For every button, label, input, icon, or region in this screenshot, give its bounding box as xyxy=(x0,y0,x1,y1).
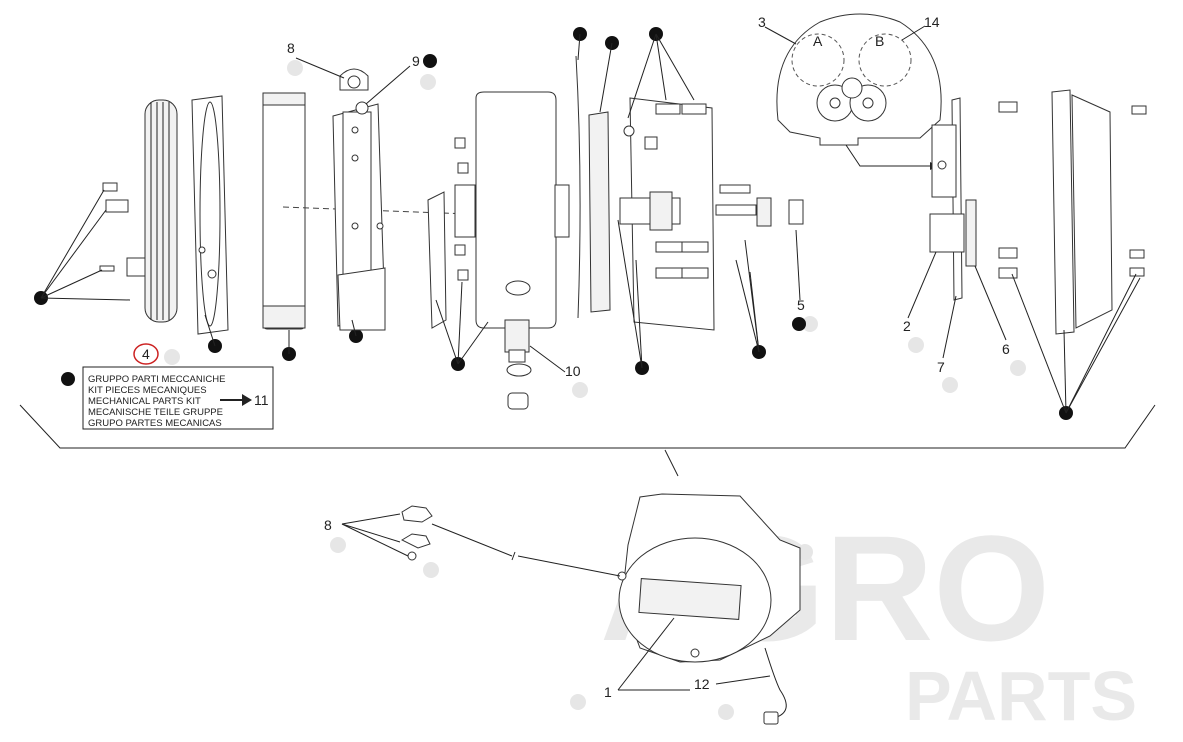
highlight-circle xyxy=(133,343,159,365)
drum-housing xyxy=(427,91,570,410)
watermark-line2: PARTS xyxy=(905,657,1137,735)
callout-9: 9 xyxy=(412,53,420,69)
callout-3: 3 xyxy=(758,14,766,30)
callout-4: 4 xyxy=(142,346,150,362)
assembled-reel xyxy=(341,493,801,725)
callout-labels: 8 9 3 14 4 5 2 6 7 10 8 1 12 xyxy=(142,14,1010,700)
bracket-plate xyxy=(295,57,411,337)
separator-discs xyxy=(575,33,613,319)
kit-line-2: KIT PIECES MECANIQUES xyxy=(88,385,207,396)
ghost-markers xyxy=(164,60,1026,720)
exploded-frame xyxy=(19,404,1156,449)
callout-8-top: 8 xyxy=(287,40,295,56)
kit-box: GRUPPO PARTI MECCANICHE KIT PIECES MECAN… xyxy=(82,366,274,430)
coil-assembly xyxy=(40,99,178,323)
callout-14: 14 xyxy=(924,14,940,30)
callout-6: 6 xyxy=(1002,341,1010,357)
kit-line-3: MECHANICAL PARTS KIT xyxy=(88,396,201,407)
frame-pointer-line xyxy=(664,449,679,477)
gear-plate xyxy=(617,33,804,369)
callout-10: 10 xyxy=(565,363,581,379)
callout-8-bottom: 8 xyxy=(324,517,332,533)
inset-label-a: A xyxy=(813,33,823,49)
callout-2: 2 xyxy=(903,318,911,334)
callout-1: 1 xyxy=(604,684,612,700)
kit-line-4: MECANISCHE TEILE GRUPPE xyxy=(88,407,223,418)
spring-cartridge xyxy=(262,92,306,354)
kit-line-5: GRUPO PARTES MECANICAS xyxy=(88,418,222,429)
callout-7: 7 xyxy=(937,359,945,375)
kit-ref-number: 11 xyxy=(254,392,269,408)
inset-detail: A B xyxy=(764,13,942,170)
callout-12: 12 xyxy=(694,676,710,692)
inset-label-b: B xyxy=(875,33,884,49)
callout-5: 5 xyxy=(797,297,805,313)
flange-disc xyxy=(191,95,229,347)
kit-line-1: GRUPPO PARTI MECCANICHE xyxy=(88,374,225,385)
gearbox-assembly xyxy=(907,89,1147,414)
